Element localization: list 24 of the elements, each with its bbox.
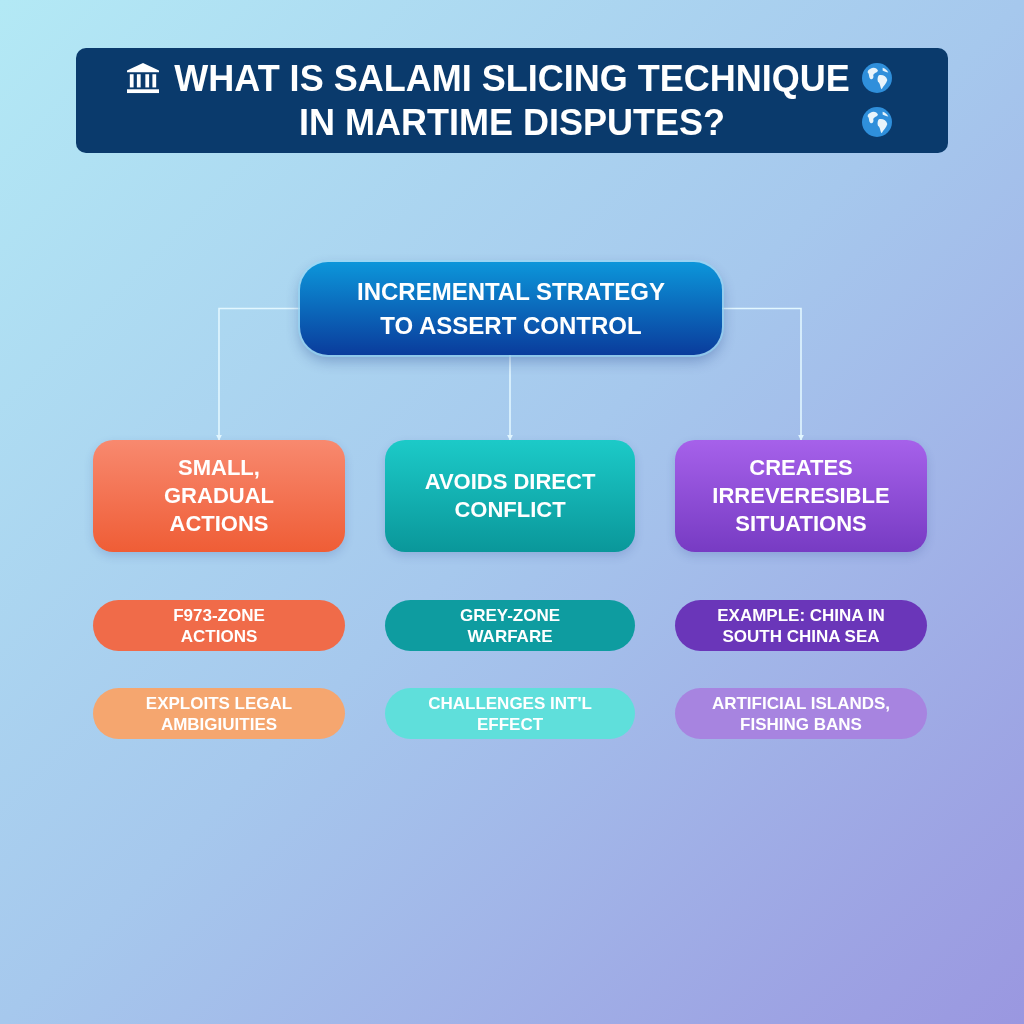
detail-pill bbox=[385, 600, 635, 651]
detail-pill bbox=[675, 600, 927, 651]
node-text: CHALLENGES INT'L EFFECT bbox=[427, 692, 593, 735]
node-text: AVOIDS DIRECT CONFLICT bbox=[423, 468, 597, 524]
connector-arrow bbox=[721, 307, 804, 441]
node-text: CREATES IRREVERESIBLE SITUATIONS bbox=[711, 454, 891, 538]
node-text: INCREMENTAL STRATEGY TO ASSERT CONTROL bbox=[356, 276, 666, 341]
node-text: F973-ZONE ACTIONS bbox=[172, 604, 266, 647]
detail-pill bbox=[675, 688, 927, 739]
category-card bbox=[675, 440, 927, 552]
category-card bbox=[385, 440, 635, 552]
node-text: EXAMPLE: CHINA IN SOUTH CHINA SEA bbox=[716, 604, 886, 647]
node-text: ARTIFICIAL ISLANDS, FISHING BANS bbox=[710, 692, 892, 735]
title-text: WHAT IS SALAMI SLICING TECHNIQUE IN MARTIME DISPUTES? bbox=[174, 57, 850, 143]
detail-pill bbox=[93, 600, 345, 651]
connector-arrow bbox=[507, 354, 513, 441]
strategy-box bbox=[300, 262, 722, 355]
category-card bbox=[93, 440, 345, 552]
detail-pill bbox=[93, 688, 345, 739]
detail-pill bbox=[385, 688, 635, 739]
node-text: EXPLOITS LEGAL AMBIGIUITIES bbox=[144, 692, 294, 735]
node-text: GREY-ZONE WARFARE bbox=[458, 604, 562, 647]
node-text: SMALL, GRADUAL ACTIONS bbox=[163, 454, 275, 538]
connector-arrow bbox=[216, 307, 301, 441]
